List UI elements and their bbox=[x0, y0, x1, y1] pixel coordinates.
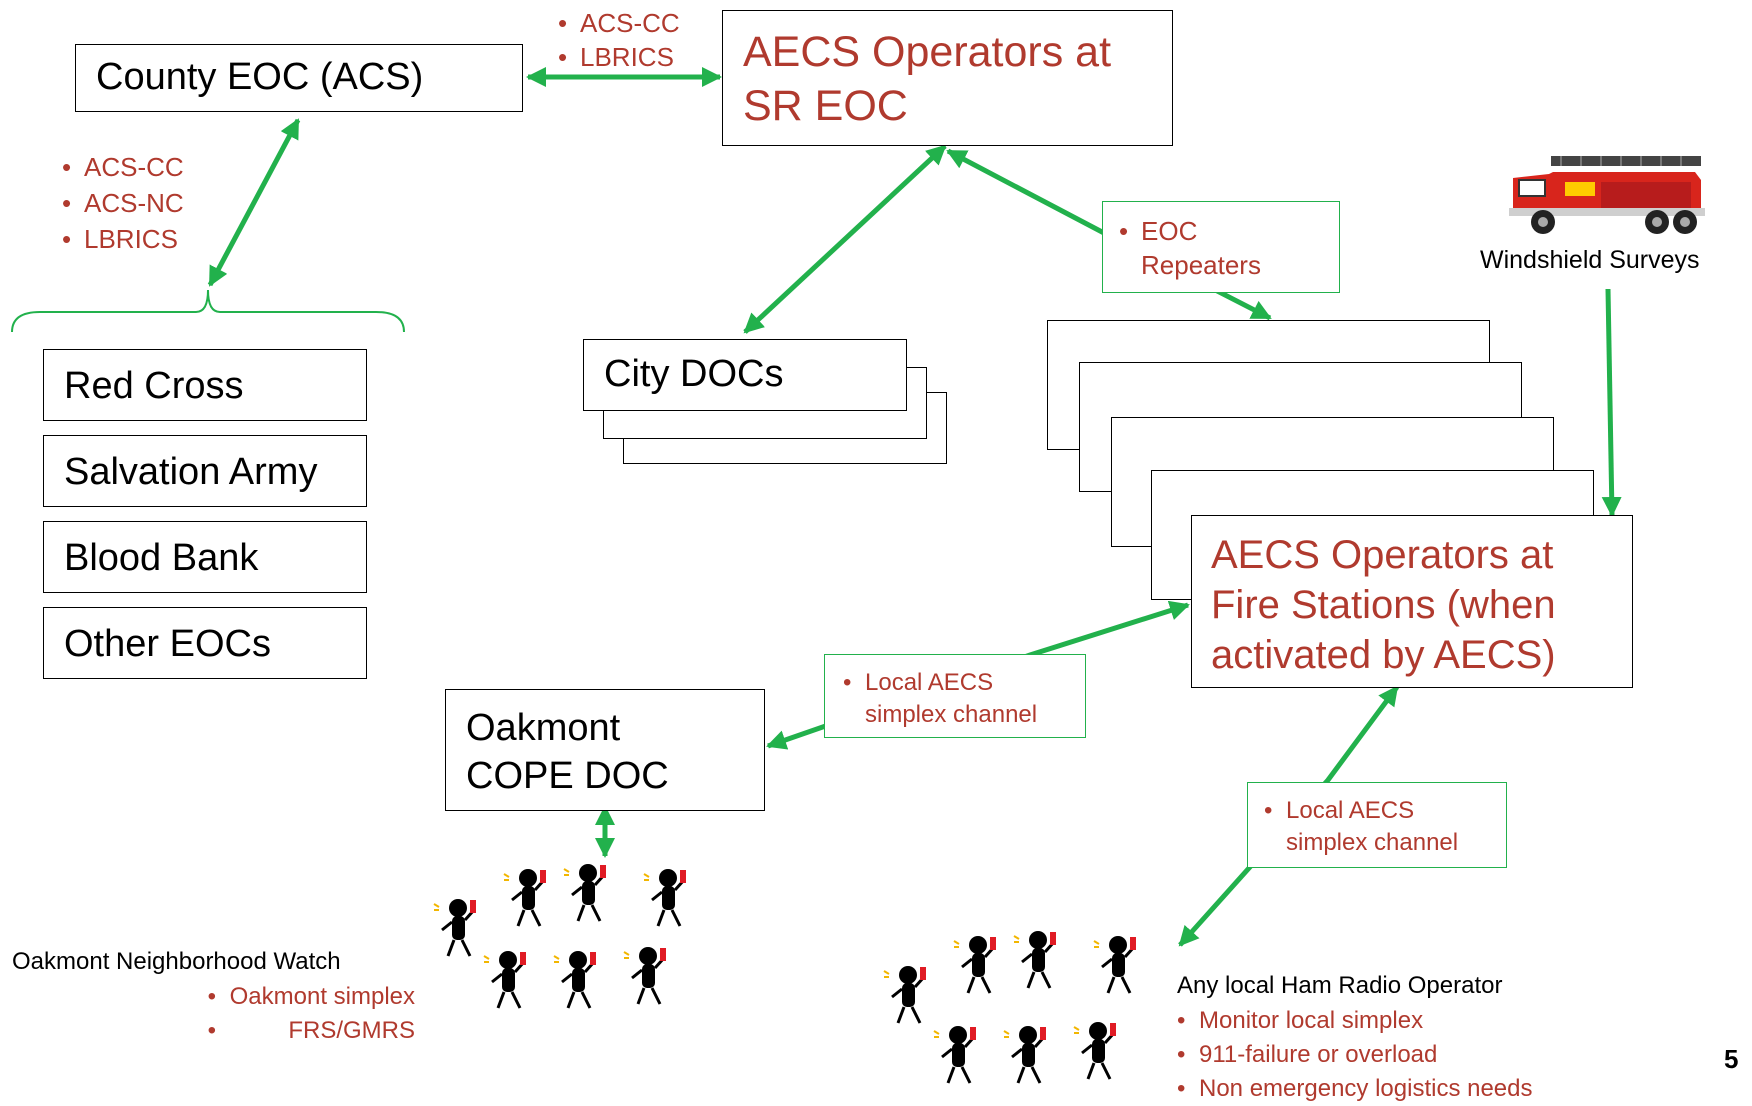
link-item: EOC Repeaters bbox=[1119, 214, 1321, 282]
fire-oakmont-link-label: Local AECS simplex channel bbox=[824, 654, 1086, 738]
agency-other-eocs: Other EOCs bbox=[43, 607, 367, 679]
link-item: Local AECS simplex channel bbox=[843, 667, 1080, 731]
oakmont-doc-label: Oakmont COPE DOC bbox=[466, 707, 669, 797]
county-sr-link-label: ACS-CC LBRICS bbox=[558, 6, 680, 74]
windshield-surveys-label: Windshield Surveys bbox=[1480, 246, 1700, 274]
ham-item: Non emergency logistics needs bbox=[1177, 1072, 1533, 1106]
agency-label: Blood Bank bbox=[64, 537, 259, 579]
fire-stations-box: AECS Operators at Fire Stations (when ac… bbox=[1191, 515, 1633, 688]
agency-label: Salvation Army bbox=[64, 451, 318, 493]
neighborhood-watch-items: Oakmont simplex FRS/GMRS bbox=[208, 980, 415, 1048]
arrow-sr-eoc-city-docs bbox=[743, 144, 947, 334]
county-eoc-box: County EOC (ACS) bbox=[75, 44, 523, 112]
agency-blood-bank: Blood Bank bbox=[43, 521, 367, 593]
link-item: ACS-NC bbox=[62, 185, 184, 221]
ham-items: Monitor local simplex 911-failure or ove… bbox=[1177, 1004, 1533, 1106]
link-item-text: Local AECS simplex channel bbox=[1286, 797, 1459, 856]
arrow-county-agencies bbox=[207, 118, 301, 287]
county-eoc-label: County EOC (ACS) bbox=[96, 56, 424, 98]
agency-red-cross: Red Cross bbox=[43, 349, 367, 421]
link-item: ACS-CC bbox=[558, 6, 680, 40]
oakmont-doc-box: Oakmont COPE DOC bbox=[445, 689, 765, 811]
neighborhood-watch-title: Oakmont Neighborhood Watch bbox=[12, 948, 341, 975]
agency-salvation-army: Salvation Army bbox=[43, 435, 367, 507]
ham-item: 911-failure or overload bbox=[1177, 1038, 1533, 1072]
agency-label: Other EOCs bbox=[64, 623, 271, 665]
neighborhood-watch-group-icon bbox=[432, 862, 688, 1010]
county-agencies-link-label: ACS-CC ACS-NC LBRICS bbox=[62, 149, 184, 257]
city-docs-box: City DOCs bbox=[583, 339, 907, 411]
sr-eoc-box: AECS Operators at SR EOC bbox=[722, 10, 1173, 146]
city-docs-label: City DOCs bbox=[604, 353, 784, 395]
link-item-text: Local AECS simplex channel bbox=[865, 669, 1038, 728]
agencies-brace bbox=[11, 289, 405, 333]
fire-stations-label: AECS Operators at Fire Stations (when ac… bbox=[1211, 533, 1556, 677]
watch-item: FRS/GMRS bbox=[208, 1014, 415, 1048]
link-item: Local AECS simplex channel bbox=[1264, 795, 1501, 859]
ham-operators-group-icon bbox=[882, 929, 1138, 1085]
fire-ham-link-label: Local AECS simplex channel bbox=[1247, 782, 1507, 868]
link-item: LBRICS bbox=[62, 221, 184, 257]
arrow-fire-stations-ham bbox=[1178, 685, 1400, 947]
link-item: LBRICS bbox=[558, 40, 680, 74]
link-item: ACS-CC bbox=[62, 149, 184, 185]
fire-truck-icon bbox=[1509, 156, 1705, 234]
ham-title: Any local Ham Radio Operator bbox=[1177, 972, 1503, 999]
agency-label: Red Cross bbox=[64, 365, 244, 407]
eoc-repeaters-link-label: EOC Repeaters bbox=[1102, 201, 1340, 293]
arrow-windshield-fire-stations bbox=[1601, 288, 1622, 517]
link-item-text: EOC Repeaters bbox=[1141, 216, 1261, 280]
ham-item: Monitor local simplex bbox=[1177, 1004, 1533, 1038]
watch-item: Oakmont simplex bbox=[208, 980, 415, 1014]
slide-number: 5 bbox=[1724, 1044, 1739, 1074]
sr-eoc-label: AECS Operators at SR EOC bbox=[743, 28, 1112, 130]
